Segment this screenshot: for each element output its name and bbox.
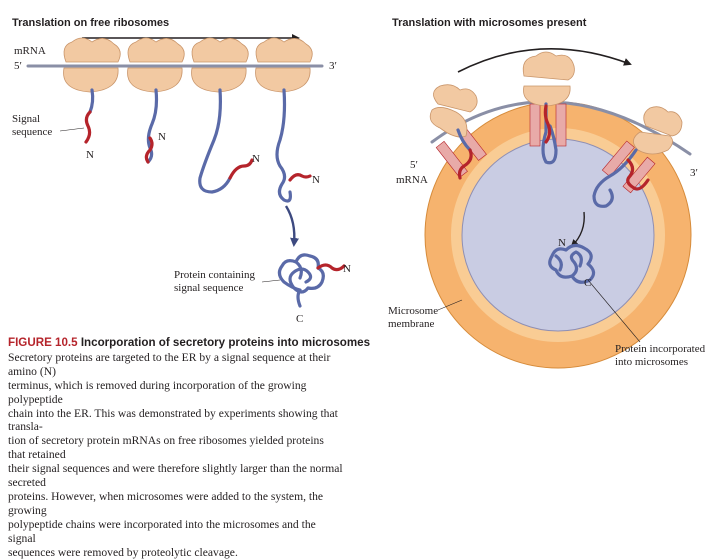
translation-direction-arrow-right bbox=[457, 48, 632, 73]
microsome-leader bbox=[437, 299, 463, 311]
incorporated-label-line2: into microsomes bbox=[615, 356, 688, 368]
n-terminus-label-1: N bbox=[86, 149, 94, 161]
mature-protein bbox=[548, 243, 596, 284]
ribosome-microsome-2 bbox=[522, 51, 575, 107]
mrna-label-right: mRNA bbox=[396, 174, 428, 186]
microsome-signal-2 bbox=[543, 104, 552, 144]
free-protein-with-signal bbox=[277, 253, 346, 308]
signal-sequence-3 bbox=[228, 158, 254, 180]
three-prime-label-right: 3′ bbox=[690, 167, 698, 179]
polypeptide-chain-4 bbox=[275, 88, 292, 203]
incorporated-label-line1: Protein incorporated bbox=[615, 343, 706, 355]
ribosome-1 bbox=[63, 37, 121, 93]
caption-line: tion of secretory protein mRNAs on free … bbox=[8, 434, 324, 462]
signal-sequence-label-line1: Signal bbox=[12, 113, 40, 125]
left-panel-title: Translation on free ribosomes bbox=[12, 17, 169, 29]
c-terminus-label-microsome: C bbox=[584, 277, 591, 289]
n-terminus-label-free: N bbox=[343, 263, 351, 275]
microsome-polypeptide-3 bbox=[592, 148, 638, 208]
protein-signal-label-line2: signal sequence bbox=[174, 282, 243, 294]
five-prime-label-right: 5′ bbox=[410, 159, 418, 171]
signal-sequence-leader bbox=[59, 127, 85, 132]
caption-title: Incorporation of secretory proteins into… bbox=[80, 336, 371, 349]
protein-signal-leader bbox=[261, 279, 281, 283]
caption-line: their signal sequences and were therefor… bbox=[8, 462, 343, 490]
caption-line: Secretory proteins are targeted to the E… bbox=[8, 350, 331, 378]
n-terminus-label-2: N bbox=[158, 131, 166, 143]
polypeptide-chain-3 bbox=[198, 88, 232, 194]
microsome-polypeptide-1 bbox=[456, 128, 472, 152]
right-panel-title: Translation with microsomes present bbox=[392, 17, 587, 29]
microsome-lumen bbox=[461, 138, 655, 332]
signal-sequence-label-line2: sequence bbox=[12, 126, 52, 138]
figure-number: FIGURE 10.5 bbox=[8, 336, 78, 349]
caption-line: sequences were removed by proteolytic cl… bbox=[8, 545, 238, 559]
n-terminus-label-4: N bbox=[312, 174, 320, 186]
incorporation-arrow bbox=[570, 211, 585, 248]
figure-diagram: Translation on free ribosomes mRNA 5′ 3′… bbox=[12, 17, 706, 369]
n-terminus-label-3: N bbox=[252, 153, 260, 165]
ribosome-microsome-1 bbox=[429, 84, 478, 138]
microsome-label-line2: membrane bbox=[388, 318, 435, 330]
caption-line: polypeptide chains were incorporated int… bbox=[8, 517, 316, 545]
incorporated-leader bbox=[587, 279, 641, 343]
signal-sequence-1 bbox=[84, 110, 92, 144]
polypeptide-chain-2 bbox=[146, 88, 159, 164]
caption-line: terminus, which is removed during incorp… bbox=[8, 378, 307, 406]
ribosome-3 bbox=[191, 37, 249, 93]
microsome-signal-3 bbox=[626, 158, 650, 191]
n-terminus-label-microsome: N bbox=[558, 237, 566, 249]
microsome-signal-1 bbox=[457, 148, 473, 180]
ribosome-microsome-3 bbox=[633, 106, 683, 155]
caption-line: chain into the ER. This was demonstrated… bbox=[8, 406, 338, 434]
caption-heading: FIGURE 10.5 Incorporation of secretory p… bbox=[8, 336, 370, 350]
mrna-label-left: mRNA bbox=[14, 45, 46, 57]
c-terminus-label-free: C bbox=[296, 313, 303, 325]
caption-line: proteins. However, when microsomes were … bbox=[8, 489, 324, 517]
protein-signal-label-line1: Protein containing bbox=[174, 269, 255, 281]
signal-sequence-2 bbox=[144, 136, 154, 164]
three-prime-label-left: 3′ bbox=[329, 60, 337, 72]
five-prime-label-left: 5′ bbox=[14, 60, 22, 72]
ribosome-4 bbox=[255, 37, 313, 93]
signal-sequence-4 bbox=[288, 173, 312, 182]
microsome-label-line1: Microsome bbox=[388, 305, 438, 317]
ribosome-2 bbox=[127, 37, 185, 93]
microsome-polypeptide-2 bbox=[541, 102, 558, 165]
polypeptide-chain-1 bbox=[88, 88, 95, 114]
figure-caption: FIGURE 10.5 Incorporation of secretory p… bbox=[8, 336, 370, 560]
release-arrow bbox=[284, 205, 300, 247]
